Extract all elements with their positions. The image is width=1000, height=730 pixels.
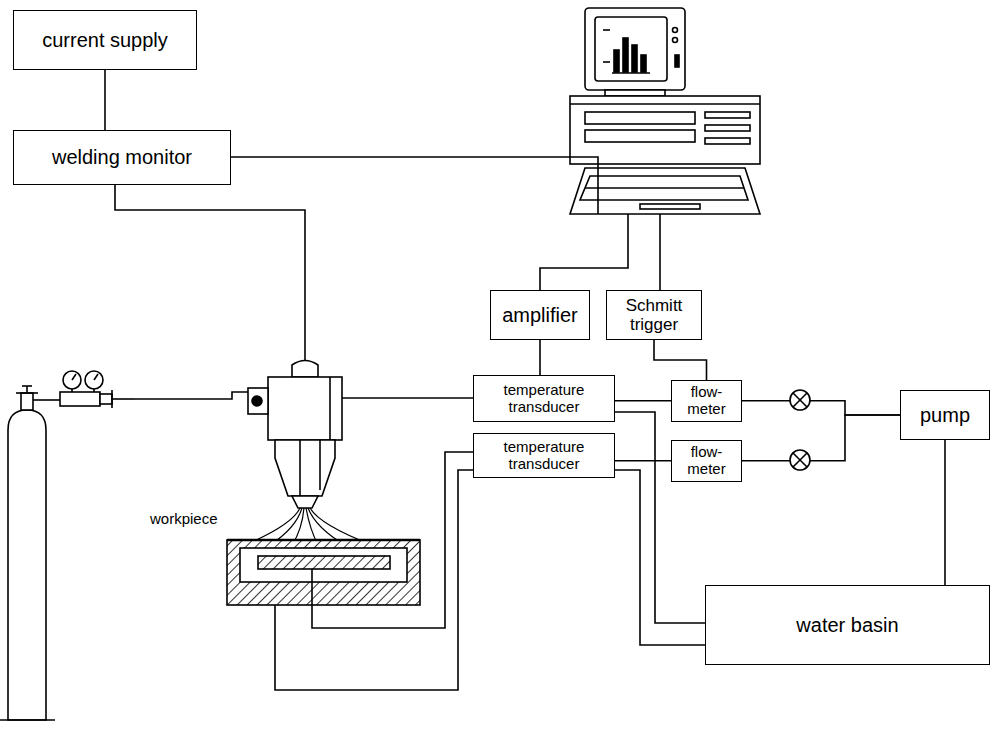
signal-wire (231, 157, 598, 214)
connector-line (742, 401, 900, 415)
box-label: Schmitt trigger (613, 296, 695, 334)
workpiece-holder (227, 540, 420, 605)
amplifier-box: amplifier (490, 290, 590, 340)
box-label: temperature transducer (480, 382, 608, 416)
box-label: temperature transducer (480, 439, 608, 473)
connector-line (742, 415, 900, 461)
box-label: flow-meter (678, 444, 735, 478)
connector-line (539, 340, 541, 375)
connector-line (615, 460, 671, 462)
flowmeter-box: flow-meter (671, 380, 742, 422)
signal-wire (540, 214, 628, 290)
monitor-box: welding monitor (13, 130, 231, 185)
connector-line (615, 400, 671, 402)
connector-line (654, 340, 707, 380)
gas-cylinder (0, 371, 135, 720)
box-label: current supply (42, 29, 168, 51)
part-label: workpiece (150, 510, 218, 527)
flowmeter-box: flow-meter (671, 440, 742, 482)
box-label: amplifier (502, 304, 578, 326)
cooling-hose (342, 397, 473, 399)
box-label: pump (920, 404, 970, 426)
supply-box: current supply (13, 10, 197, 70)
power-cable (115, 185, 305, 360)
gas-hose (135, 392, 262, 399)
valve (790, 450, 810, 470)
box-label: flow-meter (678, 384, 735, 418)
transducer-box: temperature transducer (473, 433, 615, 478)
connector-line (104, 70, 106, 130)
valve (790, 390, 810, 410)
sensor-wire (275, 470, 473, 690)
connector-line (615, 470, 705, 645)
connector-line (944, 440, 946, 585)
pump-box: pump (900, 390, 990, 440)
trigger-box: Schmitt trigger (606, 290, 702, 340)
welding-torch (248, 361, 342, 509)
transducer-box: temperature transducer (473, 375, 615, 422)
box-label: water basin (796, 614, 898, 636)
sensor-wire (312, 452, 473, 628)
box-label: welding monitor (52, 146, 192, 168)
signal-wire (659, 214, 661, 290)
basin-box: water basin (705, 585, 990, 665)
